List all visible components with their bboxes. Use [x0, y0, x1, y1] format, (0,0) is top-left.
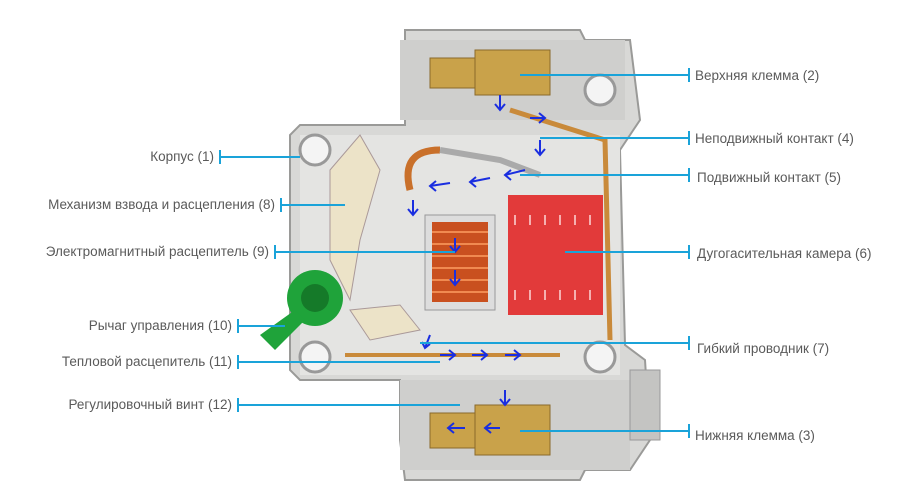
- label-magnetic-release: Электромагнитный расцепитель (9): [45, 244, 269, 259]
- label-bottom-terminal: Нижняя клемма (3): [695, 428, 815, 443]
- moving-contact-arm: [439, 147, 542, 178]
- label-body: Корпус (1): [150, 149, 214, 164]
- label-adjust-screw: Регулировочный винт (12): [68, 397, 232, 412]
- label-flex-conductor: Гибкий проводник (7): [697, 341, 830, 356]
- label-mechanism: Механизм взвода и расцепления (8): [48, 197, 275, 212]
- label-fixed-contact: Неподвижный контакт (4): [695, 131, 854, 146]
- label-lever: Рычаг управления (10): [88, 318, 232, 333]
- mechanism-latch: [349, 304, 421, 341]
- lever-shape: [260, 270, 343, 350]
- current-arrows: [407, 95, 547, 434]
- label-arc-chamber: Дугогасительная камера (6): [697, 246, 872, 261]
- coil-shape: [424, 214, 496, 311]
- top-terminal-shape: [429, 49, 551, 96]
- label-moving-contact: Подвижный контакт (5): [697, 170, 842, 185]
- label-thermal-release: Тепловой расцепитель (11): [61, 354, 232, 369]
- leader-lines: [219, 68, 690, 438]
- flex-wire: [404, 146, 441, 191]
- arc-chamber-shape: [508, 195, 603, 315]
- label-top-terminal: Верхняя клемма (2): [695, 68, 820, 83]
- mechanism-shape: [329, 134, 381, 302]
